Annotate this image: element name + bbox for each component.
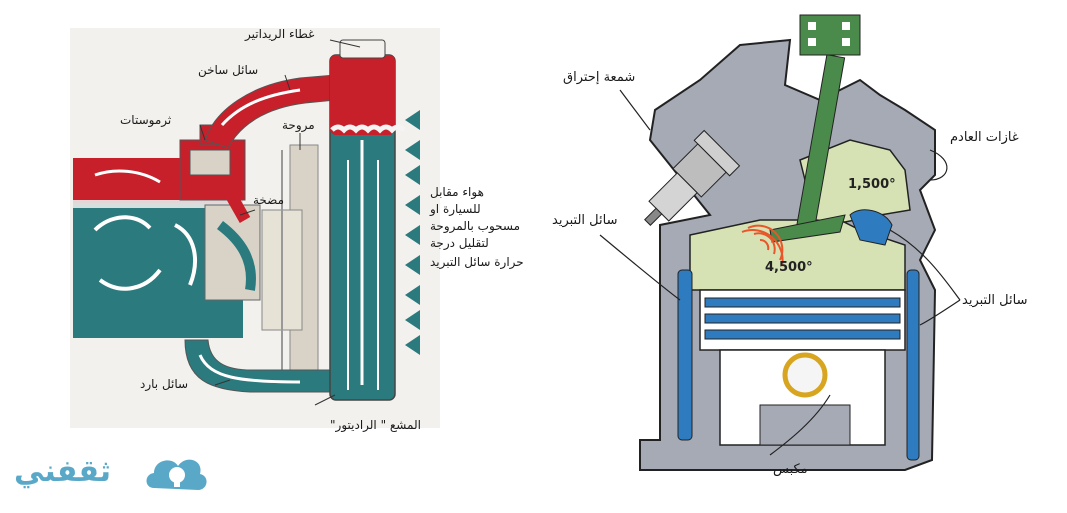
spark-plug (644, 129, 741, 226)
piston (699, 289, 906, 446)
exhaust-temperature: 1,500° (848, 177, 896, 192)
logo-text: ثقفني (14, 454, 112, 489)
combustion-temperature: 4,500° (765, 260, 813, 275)
site-logo: ثقفني (14, 448, 209, 504)
pump-label: مضخة (253, 193, 285, 207)
left-leader-lines (199, 39, 361, 406)
engine-block-outline (639, 38, 937, 471)
thermostat-label: ثرموستات (120, 113, 172, 127)
piston-label: مكبس (773, 462, 808, 477)
hot-coolant-label: سائل ساخن (198, 63, 259, 77)
combustion-chamber (689, 219, 906, 291)
cooling-system-illustration (70, 28, 440, 428)
radiator-label: المشع " الراديتور" (330, 418, 421, 432)
airflow-arrows (405, 110, 420, 355)
fan-label: مروحة (282, 118, 315, 132)
air-note-line-3: مسحوب بالمروحة (430, 219, 521, 233)
coolant-left-label: سائل التبريد (552, 213, 618, 228)
exhaust-valve (769, 14, 861, 243)
air-note-line-2: للسيارة او (430, 202, 481, 216)
air-note-line-5: حرارة سائل التبريد (430, 255, 524, 269)
coolant-passages (677, 209, 920, 461)
water-pump (204, 187, 261, 301)
cold-coolant-label: سائل بارد (140, 377, 189, 391)
air-note-line-1: هواء مقابل (430, 185, 484, 199)
radiator-core (329, 39, 406, 401)
spark-plug-label: شمعة إحتراق (563, 70, 636, 85)
air-note-line-4: لتقليل درجة (430, 236, 489, 250)
exhaust-gases-label: غازات العادم (950, 130, 1019, 145)
cooling-fan (261, 144, 319, 386)
radiator-cap-label: غطاء الريداتير (245, 27, 315, 41)
coolant-right-label: سائل التبريد (962, 293, 1028, 308)
lightbulb-cloud-icon (146, 459, 207, 490)
